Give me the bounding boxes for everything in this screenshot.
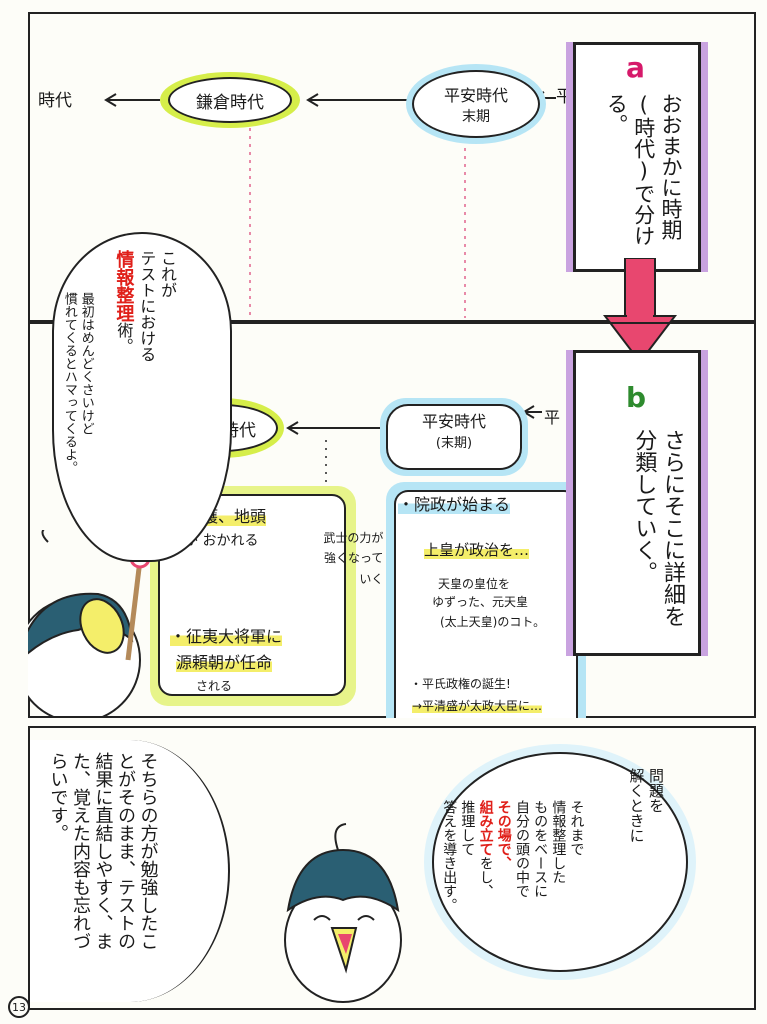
- heian-oval-inner: 平安時代 末期: [412, 70, 540, 138]
- era-label-left: 時代: [38, 91, 72, 111]
- speech-bubble-mascot: [52, 232, 232, 562]
- heian-box-middle: 平安時代 (末期): [380, 398, 528, 476]
- kamakura-note-5: される: [196, 679, 233, 693]
- heian-partial-middle: 平: [544, 408, 561, 427]
- kamakura-oval-inner: 鎌倉時代: [168, 77, 292, 123]
- middle-note: 武士の力が 強くなって いく: [323, 531, 384, 586]
- box-b-letter: b: [626, 381, 647, 414]
- heian-middle-label: 平安時代: [421, 412, 486, 431]
- heian-note-3: 天皇の皇位を: [438, 577, 511, 591]
- heian-note-1: ・院政が始まる: [398, 495, 511, 514]
- box-b: b さらにそこに詳細を分類していく。: [573, 350, 701, 656]
- kamakura-note-2: が おかれる: [184, 533, 259, 549]
- bottom-right-text-a: 問題を 解くときに: [627, 768, 666, 843]
- heian-note-6: ・平氏政権の誕生!: [410, 677, 511, 691]
- kamakura-note-4: 源頼朝が任命: [176, 653, 273, 672]
- heian-detail-inner: [394, 490, 578, 718]
- mascot-bird-middle: [28, 530, 151, 716]
- kamakura-oval-top: 鎌倉時代: [160, 72, 300, 128]
- heian-note-5: (太上天皇)のコト。: [440, 615, 546, 629]
- heian-note-7: →平清盛が太政大臣に…: [412, 699, 543, 713]
- box-a-letter: a: [626, 51, 645, 84]
- box-b-text: さらにそこに詳細を分類していく。: [631, 429, 685, 627]
- heian-detail-box: [386, 482, 586, 718]
- speech-bubble-bottom-left: [30, 740, 230, 1002]
- heian-note-2: 上皇が政治を…: [424, 541, 530, 559]
- top-panel: [28, 12, 756, 322]
- speech-sub-text: 最初はめんどくさいけど 慣れてくるとハマってくるよ。: [61, 292, 94, 474]
- panel-divider-top-right: [190, 322, 756, 324]
- heian-partial-top: 平: [556, 87, 573, 107]
- heian-note-4: ゆずった、元天皇: [432, 595, 529, 609]
- speech-bubble-bottom-right-inner: [432, 752, 688, 972]
- kamakura-label: 鎌倉時代: [196, 92, 264, 113]
- bottom-panel: [28, 726, 756, 1010]
- heian-box-middle-inner: 平安時代 (末期): [386, 404, 522, 470]
- box-a-text: おおまかに時期(時代)で分ける。: [604, 93, 683, 246]
- box-a: a おおまかに時期(時代)で分ける。: [573, 42, 701, 272]
- heian-sub-label: 末期: [462, 109, 490, 125]
- heian-oval-top: 平安時代 末期: [406, 64, 546, 144]
- heian-label: 平安時代: [443, 86, 508, 105]
- pink-down-arrow: [602, 258, 678, 364]
- speech-main-text: これが テストにおける 情報整理術。: [113, 250, 177, 362]
- kamakura-note-3: ・征夷大将軍に: [170, 627, 283, 646]
- bottom-left-text: そちらの方が勉強したことがそのまま、テストの結果に直結しやすく、また、覚えた内容…: [47, 752, 159, 950]
- mascot-bird-bottom: [284, 823, 402, 1003]
- speech-bubble-bottom-right: [424, 744, 696, 980]
- page-number: 13: [8, 996, 30, 1018]
- bottom-right-text-b: それまで 情報整理した ものをベースに 自分の頭の中で その場で、 組み立てをし…: [441, 800, 585, 912]
- bottom-panel-base: [28, 1008, 756, 1010]
- heian-middle-sub: (末期): [435, 436, 473, 451]
